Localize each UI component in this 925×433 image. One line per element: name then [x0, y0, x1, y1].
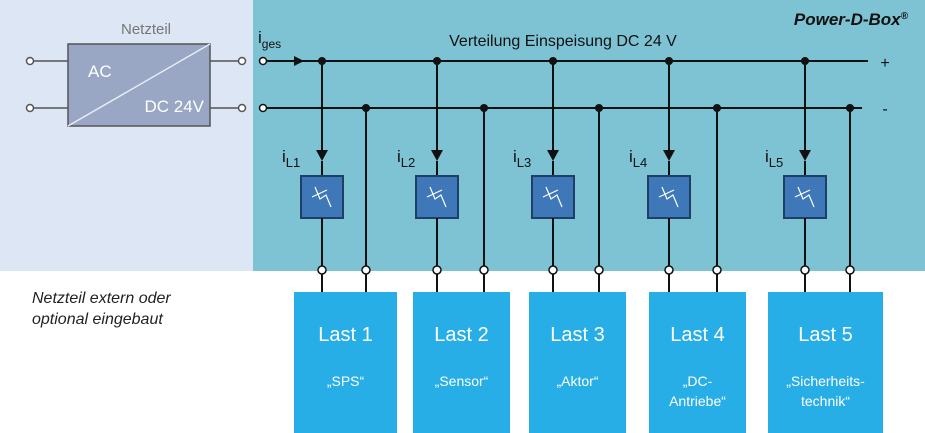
channel-1-current-subscript: L1	[286, 155, 300, 170]
load-4-title: Last 4	[670, 324, 725, 346]
channel-1-return-terminal	[361, 265, 371, 275]
channel-4-fuse-symbol-icon	[658, 186, 679, 208]
channel-3-current-arrow	[547, 150, 559, 161]
psu-title: Netzteil	[121, 21, 171, 38]
load-4-subtitle: „DC- Antriebe“	[669, 373, 726, 409]
box-input-terminal-bottom	[258, 103, 268, 113]
channel-5-current-arrow	[799, 150, 811, 161]
channel-1-positive-node	[318, 57, 326, 65]
channel-2-return-terminal	[479, 265, 489, 275]
channel-3-output-terminal	[548, 265, 558, 275]
bus-title: Verteilung Einspeisung DC 24 V	[449, 33, 677, 50]
psu-zone	[0, 0, 253, 271]
channel-2-current-subscript: L2	[401, 155, 415, 170]
channel-4-return-terminal	[712, 265, 722, 275]
load-3-box: Last 3 „Aktor“	[529, 292, 626, 433]
total-current-arrow	[294, 56, 304, 66]
minus-label: -	[882, 101, 887, 118]
load-5-subtitle: „Sicherheits- technik“	[786, 373, 865, 409]
channel-5-positive-node	[801, 57, 809, 65]
channel-2-output-terminal	[432, 265, 442, 275]
channel-3-return-terminal	[594, 265, 604, 275]
box-input-terminal-top	[258, 56, 268, 66]
load-1-title: Last 1	[318, 324, 373, 346]
channel-5-fuse-symbol-icon	[794, 186, 815, 208]
load-2-box: Last 2 „Sensor“	[413, 292, 510, 433]
channel-2-negative-node	[480, 104, 488, 112]
channel-5-output-terminal	[800, 265, 810, 275]
load-1-box: Last 1 „SPS“	[294, 292, 397, 433]
total-current-label: iges	[258, 28, 281, 51]
channel-1-current-label: iL1	[282, 147, 300, 170]
channel-1-negative-node	[362, 104, 370, 112]
plus-label: +	[880, 55, 889, 72]
psu-note: Netzteil extern oder optional eingebaut	[32, 288, 171, 330]
channel-1-current-arrow	[316, 150, 328, 161]
channel-4-negative-node	[713, 104, 721, 112]
load-4-box: Last 4 „DC- Antriebe“	[649, 292, 746, 433]
psu-input-terminal-bottom	[25, 103, 35, 113]
load-3-title: Last 3	[550, 324, 605, 346]
channel-5-current-subscript: L5	[769, 155, 783, 170]
channel-2-fuse-symbol-icon	[426, 186, 447, 208]
channel-5-current-symbol: i	[765, 147, 769, 166]
load-5-title: Last 5	[798, 324, 853, 346]
channel-2-current-symbol: i	[397, 147, 401, 166]
load-2-title: Last 2	[434, 324, 489, 346]
channel-4-current-symbol: i	[629, 147, 633, 166]
channel-3-negative-node	[595, 104, 603, 112]
channel-5-current-label: iL5	[765, 147, 783, 170]
channel-5-negative-node	[846, 104, 854, 112]
channel-3-positive-node	[549, 57, 557, 65]
channel-3-current-label: iL3	[513, 147, 531, 170]
psu-dc-label: DC 24V	[144, 97, 204, 116]
brand-label: Power-D-Box®	[794, 10, 909, 29]
channel-5-return-terminal	[845, 265, 855, 275]
load-3-subtitle: „Aktor“	[556, 373, 599, 389]
channel-2-positive-node	[433, 57, 441, 65]
channel-4-output-terminal	[664, 265, 674, 275]
channel-1-fuse-symbol-icon	[311, 186, 332, 208]
psu-ac-label: AC	[88, 62, 112, 81]
channel-1-output-terminal	[317, 265, 327, 275]
channel-1-current-symbol: i	[282, 147, 286, 166]
channel-4-fuse-module	[647, 175, 691, 219]
channel-4-current-label: iL4	[629, 147, 647, 170]
psu-input-terminal-top	[25, 56, 35, 66]
load-5-box: Last 5 „Sicherheits- technik“	[768, 292, 883, 433]
load-2-subtitle: „Sensor“	[434, 373, 489, 389]
channel-3-fuse-symbol-icon	[542, 186, 563, 208]
channel-3-current-subscript: L3	[517, 155, 531, 170]
load-1-subtitle: „SPS“	[326, 373, 365, 389]
psu-output-terminal-top	[237, 56, 247, 66]
psu-note-line-2: optional eingebaut	[32, 311, 163, 328]
channel-2-current-arrow	[431, 150, 443, 161]
channel-4-positive-node	[665, 57, 673, 65]
psu-divider	[67, 43, 211, 127]
channel-4-current-arrow	[663, 150, 675, 161]
psu-output-terminal-bottom	[237, 103, 247, 113]
channel-3-current-symbol: i	[513, 147, 517, 166]
channel-2-current-label: iL2	[397, 147, 415, 170]
psu-note-line-1: Netzteil extern oder	[32, 290, 171, 307]
channel-4-current-subscript: L4	[633, 155, 647, 170]
